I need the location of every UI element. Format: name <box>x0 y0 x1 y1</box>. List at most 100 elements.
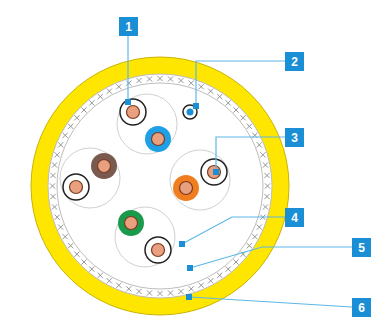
insulated-wire <box>91 153 117 179</box>
insulated-wire <box>118 210 144 236</box>
insulation <box>145 126 171 152</box>
insulated-wire <box>145 237 171 263</box>
callout-number: 3 <box>285 128 304 147</box>
twisted-pairs <box>60 94 230 267</box>
leader-line <box>196 61 285 104</box>
braid-cross <box>199 283 204 288</box>
braid-cross <box>263 204 268 209</box>
braid-cross <box>89 266 94 271</box>
braid-cross <box>257 142 262 147</box>
leader-dot <box>179 241 185 247</box>
insulation <box>145 237 171 263</box>
leader-dot <box>187 265 193 271</box>
braid-cross <box>147 76 152 81</box>
copper-core <box>208 166 221 179</box>
pair-outline <box>60 148 120 208</box>
insulation <box>91 153 117 179</box>
copper-core <box>127 106 140 119</box>
copper-core <box>125 217 138 230</box>
braid-cross <box>81 107 86 112</box>
insulated-wire <box>120 99 146 125</box>
braid-cross <box>107 278 112 283</box>
leader-line <box>216 137 285 170</box>
braid-cross <box>116 84 121 89</box>
braid-cross <box>240 115 245 120</box>
copper-core <box>180 182 193 195</box>
braid-cross <box>50 194 55 199</box>
drain-core <box>187 109 194 116</box>
braid-cross <box>98 273 103 278</box>
leader-dot <box>193 103 199 109</box>
foil-layer <box>57 83 263 289</box>
braid-cross <box>68 124 73 129</box>
braid-cross <box>199 84 204 89</box>
inner-area <box>48 74 272 298</box>
braid-cross <box>257 225 262 230</box>
braid-cross <box>52 204 57 209</box>
braid-cross <box>178 289 183 294</box>
braid-cross <box>226 100 231 105</box>
leader-line <box>190 297 352 307</box>
leader-dot <box>213 169 219 175</box>
braid-cross <box>136 78 141 83</box>
copper-core <box>70 181 83 194</box>
insulated-wire <box>63 174 89 200</box>
braid-cross <box>217 273 222 278</box>
braid-cross <box>55 152 60 157</box>
braid-cross <box>260 152 265 157</box>
braid-cross <box>63 234 68 239</box>
braid-cross <box>52 162 57 167</box>
braid-cross <box>58 225 63 230</box>
braid-cross <box>217 94 222 99</box>
insulation <box>173 175 199 201</box>
braid-cross <box>136 289 141 294</box>
outer-jacket <box>31 57 289 315</box>
callout-number: 5 <box>352 238 371 257</box>
callout-number: 4 <box>285 208 304 227</box>
braid-cross <box>116 283 121 288</box>
callout-number: 6 <box>352 298 371 317</box>
braid-cross <box>126 81 131 86</box>
leader-line <box>190 247 352 268</box>
braid-cross <box>168 290 173 295</box>
braid-cross <box>157 76 162 81</box>
braid-cross <box>126 286 131 291</box>
leader-line <box>182 217 285 244</box>
insulation <box>118 210 144 236</box>
insulated-wire <box>173 175 199 201</box>
callout-number: 1 <box>119 17 138 36</box>
insulated-wire <box>201 159 227 185</box>
braid-cross <box>247 124 252 129</box>
pair-outline <box>115 207 175 267</box>
braid-cross <box>263 162 268 167</box>
pair-outline <box>170 150 230 210</box>
braid-cross <box>233 259 238 264</box>
copper-core <box>152 244 165 257</box>
insulation <box>120 99 146 125</box>
braid-cross <box>58 142 63 147</box>
braid-cross <box>264 194 269 199</box>
braid-cross <box>55 215 60 220</box>
braid-cross <box>189 286 194 291</box>
braid-cross <box>50 183 55 188</box>
leader-dot <box>186 294 192 300</box>
braid-cross <box>178 78 183 83</box>
braid-cross <box>147 290 152 295</box>
insulated-wire <box>145 126 171 152</box>
leader-dots <box>125 99 219 300</box>
braid-cross <box>247 243 252 248</box>
braid-cross <box>50 173 55 178</box>
braid-cross <box>63 133 68 138</box>
braid-cross <box>68 243 73 248</box>
braid-cross <box>233 107 238 112</box>
braid-cross <box>107 89 112 94</box>
braid-cross <box>208 278 213 283</box>
copper-core <box>98 160 111 173</box>
braid-shield <box>50 76 270 296</box>
insulation <box>201 159 227 185</box>
copper-core <box>152 133 165 146</box>
braid-cross <box>168 76 173 81</box>
braid-cross <box>74 252 79 257</box>
